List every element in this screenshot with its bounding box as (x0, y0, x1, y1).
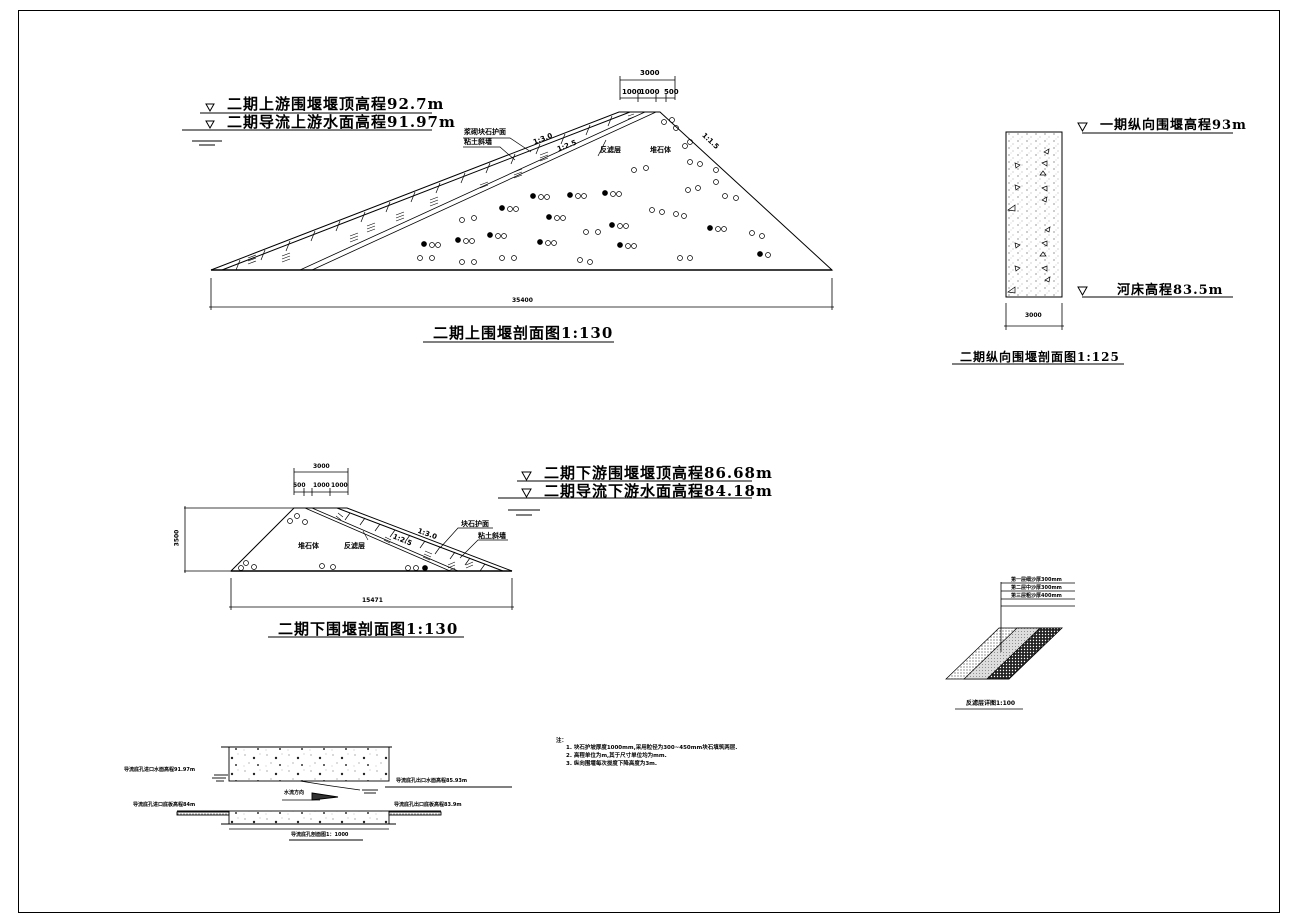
filter-detail (945, 582, 1075, 710)
upstream-section-title: 二期上围堰剖面图1:130 (433, 324, 614, 342)
downstream-filter-label: 反滤层 (344, 542, 365, 550)
upstream-clay-label: 粘土斜墙 (464, 138, 492, 146)
upstream-rockfill-stones (417, 117, 771, 265)
downstream-clay-label: 粘土斜墙 (478, 532, 506, 540)
notes-heading: 注： (556, 738, 568, 744)
riverbed-elevation: 河床高程83.5m (1117, 283, 1224, 298)
upstream-filter-label: 反滤层 (600, 146, 621, 154)
downstream-rockfill-label: 堆石体 (298, 542, 319, 550)
longitudinal-section-title: 二期纵向围堰剖面图1:125 (960, 350, 1120, 364)
downstream-dim-top-part-2: 1000 (313, 482, 330, 489)
filter-layer-1: 第一层细沙厚300mm (1011, 577, 1062, 583)
downstream-water-elevation: 二期导流下游水面高程84.18m (544, 482, 773, 500)
upstream-water-elevation: 二期导流上游水面高程91.97m (227, 113, 456, 131)
note-item-3: 3. 纵向围堰每次拔度下降高度为3m. (566, 761, 657, 767)
longitudinal-cofferdam (952, 122, 1233, 365)
upstream-dim-top-part-3: 500 (664, 88, 679, 96)
upstream-dim-top-part-1: 1000 (622, 88, 642, 96)
longitudinal-top-elevation: 一期纵向围堰高程93m (1100, 118, 1247, 133)
upstream-rockfill-label: 堆石体 (650, 146, 671, 154)
downstream-rockfill-stones (238, 513, 428, 571)
note-item-1: 1. 块石护坡厚度1000mm,采用粒径为300~450mm块石填筑两层. (566, 745, 738, 751)
note-item-2: 2. 高程单位为m,其于尺寸单位均为mm. (566, 753, 667, 759)
upstream-dim-top-total: 3000 (640, 69, 660, 77)
culvert-section-title: 导流底孔剖面图1：1000 (291, 832, 349, 838)
drawing-frame (18, 10, 1280, 913)
downstream-crest-elevation: 二期下游围堰堰顶高程86.68m (544, 464, 773, 482)
flow-direction-label: 水流方向 (284, 790, 305, 796)
downstream-dim-top-total: 3000 (313, 463, 330, 470)
culvert-outlet-floor-elevation: 导流底孔出口底板高程83.9m (394, 802, 462, 808)
downstream-cofferdam (184, 468, 752, 638)
filter-layer-2: 第二层中沙厚300mm (1011, 585, 1062, 591)
upstream-crest-elevation: 二期上游围堰堰顶高程92.7m (227, 95, 445, 113)
downstream-dim-top-part-1: 500 (293, 482, 306, 489)
culvert-inlet-floor-elevation: 导流底孔进口底板高程84m (133, 802, 196, 808)
culvert-outlet-water-elevation: 导流底孔出口水面高程85.93m (396, 778, 468, 784)
culvert-section (176, 746, 512, 841)
downstream-dim-height: 3500 (173, 529, 181, 547)
downstream-riprap-label: 块石护面 (461, 520, 489, 528)
longitudinal-dim-width: 3000 (1025, 312, 1042, 319)
downstream-dim-base: 15471 (362, 597, 383, 604)
culvert-inlet-water-elevation: 导流底孔进口水面高程91.97m (124, 767, 196, 773)
upstream-dim-base: 35400 (512, 297, 533, 304)
downstream-dim-top-part-3: 1000 (331, 482, 348, 489)
downstream-clay-hatch (335, 512, 474, 572)
upstream-cofferdam (182, 76, 834, 343)
upstream-dim-top-part-2: 1000 (640, 88, 660, 96)
upstream-clay-hatch (247, 113, 635, 265)
filter-detail-title: 反滤层详图1:100 (966, 700, 1016, 707)
downstream-section-title: 二期下围堰剖面图1:130 (278, 620, 459, 638)
upstream-riprap-label: 浆砌块石护面 (464, 128, 506, 136)
filter-layer-3: 第三层粗沙厚400mm (1011, 593, 1062, 599)
